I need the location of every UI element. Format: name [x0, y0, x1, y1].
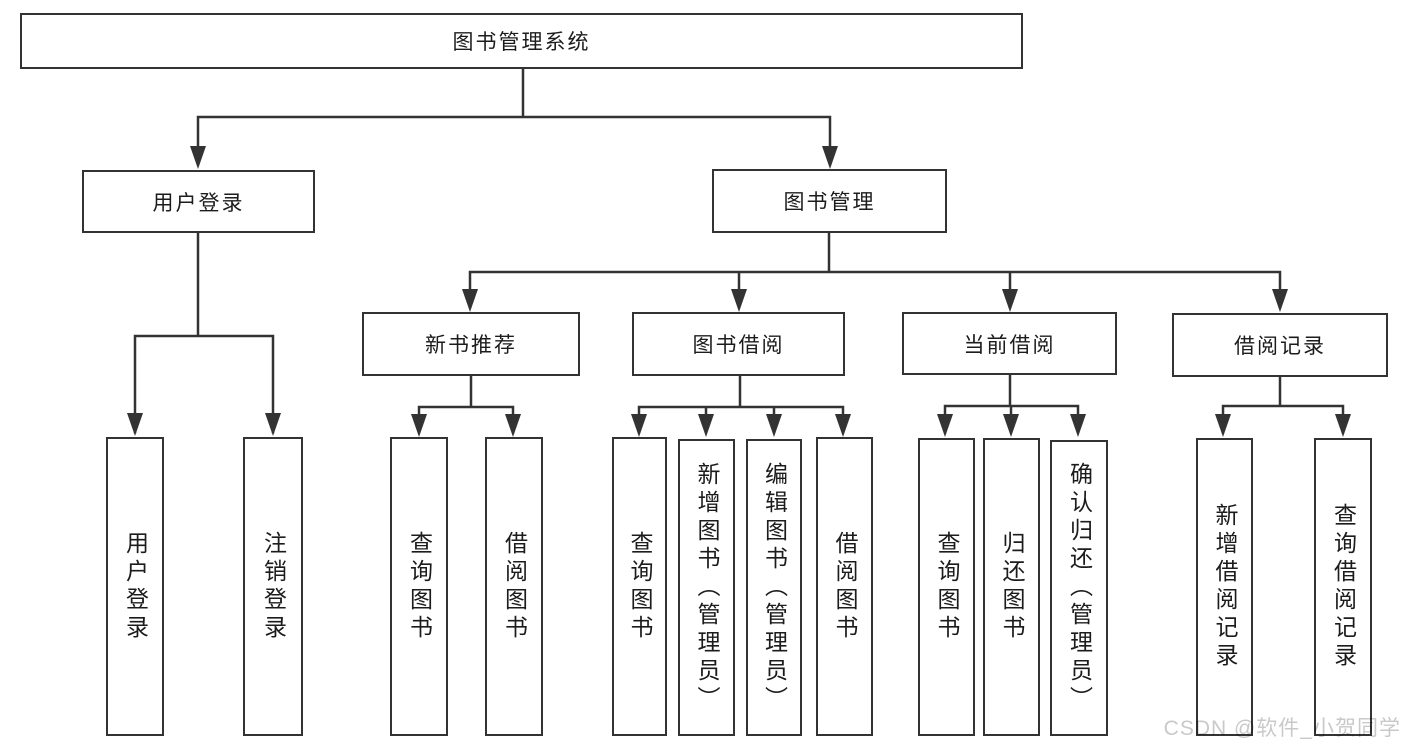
arrowheads — [127, 146, 1351, 437]
node-current-borrow: 当前借阅 — [902, 312, 1117, 375]
leaf-edit-book-admin: 编辑图书（管理员） — [746, 439, 802, 736]
node-book-borrow: 图书借阅 — [632, 312, 845, 376]
leaf-query-books-1: 查询图书 — [390, 437, 448, 736]
node-book-mgmt-label: 图书管理 — [783, 191, 876, 214]
connector-user-login — [133, 231, 275, 434]
node-root-label: 图书管理系统 — [452, 31, 591, 54]
connector-new-book-rec — [417, 374, 515, 434]
leaf-query-books-1-label: 查询图书 — [406, 530, 433, 643]
connector-book-borrow — [637, 374, 845, 434]
leaf-edit-book-admin-label: 编辑图书（管理员） — [761, 461, 788, 714]
leaf-borrow-books-2: 借阅图书 — [816, 437, 873, 736]
leaf-logout: 注销登录 — [243, 437, 303, 736]
connector-book-mgmt — [468, 231, 1282, 309]
leaf-user-login: 用户登录 — [106, 437, 164, 736]
node-book-mgmt: 图书管理 — [712, 169, 947, 233]
csdn-watermark: CSDN @软件_小贺同学 — [1163, 717, 1401, 740]
leaf-query-borrow-record: 查询借阅记录 — [1314, 438, 1372, 736]
leaf-add-borrow-record-label: 新增借阅记录 — [1212, 503, 1238, 671]
node-current-borrow-label: 当前借阅 — [963, 333, 1056, 357]
leaf-add-book-admin: 新增图书（管理员） — [678, 439, 735, 736]
leaf-borrow-books-1: 借阅图书 — [485, 437, 543, 736]
node-new-book-rec-label: 新书推荐 — [425, 334, 517, 357]
node-new-book-rec: 新书推荐 — [362, 312, 580, 376]
connector-root — [196, 67, 832, 166]
leaf-query-borrow-record-label: 查询借阅记录 — [1330, 503, 1357, 671]
leaf-borrow-books-2-label: 借阅图书 — [832, 530, 858, 643]
leaf-query-books-3: 查询图书 — [918, 438, 975, 736]
leaf-user-login-label: 用户登录 — [122, 530, 149, 643]
leaf-return-book-label: 归还图书 — [999, 531, 1025, 643]
leaf-confirm-return-admin-label: 确认归还（管理员） — [1066, 462, 1093, 714]
node-user-login-label: 用户登录 — [152, 191, 245, 215]
leaf-query-books-2-label: 查询图书 — [627, 530, 653, 643]
leaf-return-book: 归还图书 — [983, 438, 1040, 736]
leaf-add-borrow-record: 新增借阅记录 — [1196, 438, 1253, 736]
leaf-borrow-books-1-label: 借阅图书 — [501, 530, 528, 643]
node-book-borrow-label: 图书借阅 — [692, 334, 785, 357]
leaf-confirm-return-admin: 确认归还（管理员） — [1050, 440, 1108, 736]
leaf-query-books-3-label: 查询图书 — [934, 531, 960, 643]
node-root: 图书管理系统 — [20, 13, 1023, 69]
leaf-query-books-2: 查询图书 — [612, 437, 667, 736]
leaf-logout-label: 注销登录 — [260, 530, 287, 643]
leaf-add-book-admin-label: 新增图书（管理员） — [694, 461, 720, 714]
connector-borrow-records — [1221, 375, 1345, 434]
node-borrow-records-label: 借阅记录 — [1234, 335, 1326, 358]
node-borrow-records: 借阅记录 — [1172, 313, 1388, 377]
node-user-login: 用户登录 — [82, 170, 315, 233]
